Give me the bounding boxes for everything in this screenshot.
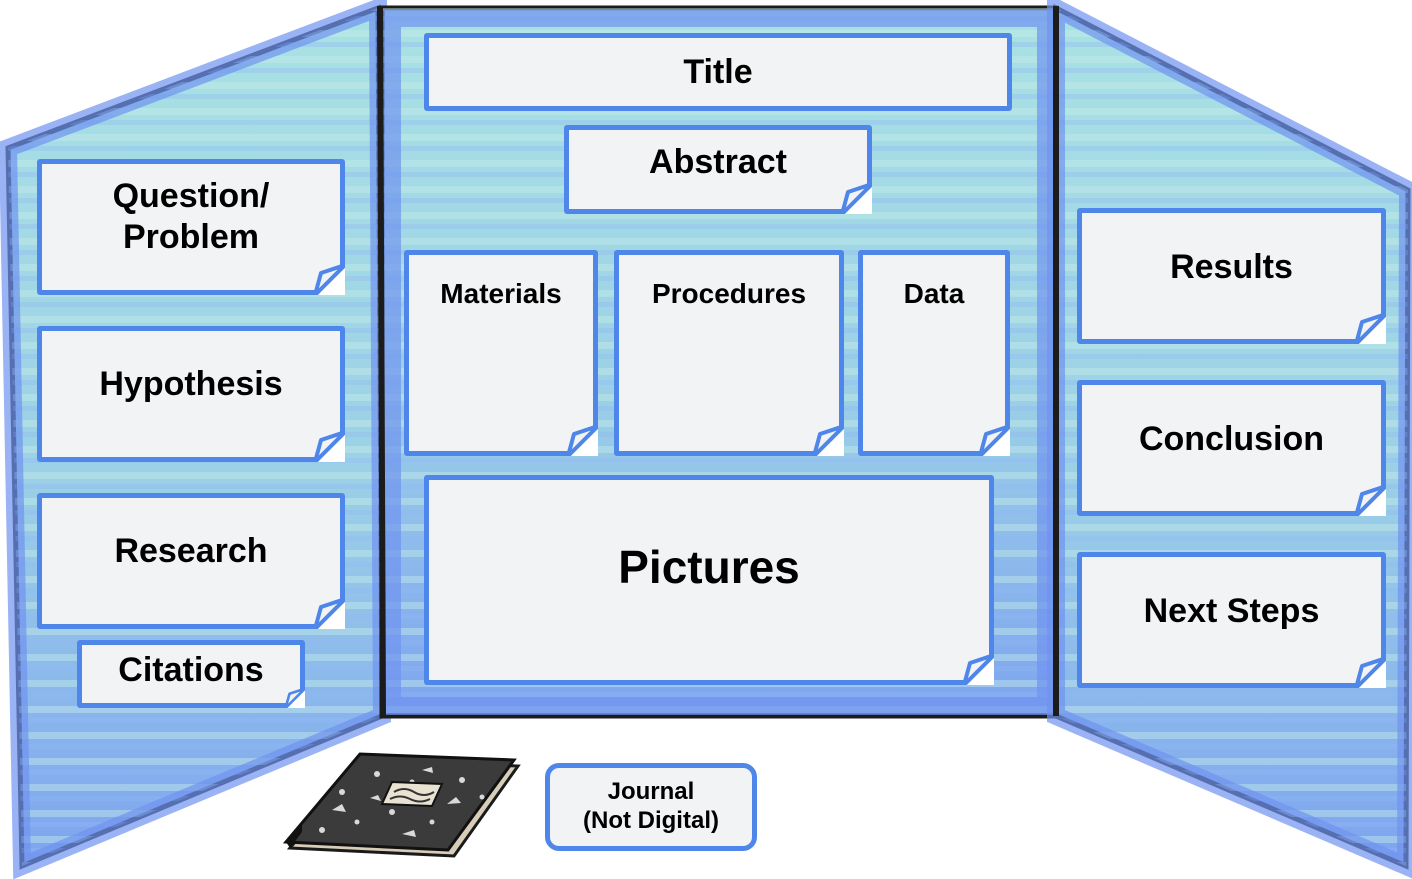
pictures-card: Pictures	[424, 475, 994, 685]
next-steps-label: Next Steps	[1143, 591, 1320, 630]
research-card: Research	[37, 493, 345, 629]
question-problem-label: Question/ Problem	[112, 177, 270, 256]
page-curl-icon	[840, 182, 872, 214]
hypothesis-card: Hypothesis	[37, 326, 345, 462]
conclusion-card: Conclusion	[1077, 380, 1386, 516]
composition-notebook-icon	[282, 752, 521, 858]
page-curl-icon	[812, 424, 844, 456]
procedures-label: Procedures	[651, 278, 807, 309]
hypothesis-label: Hypothesis	[99, 364, 283, 403]
results-label: Results	[1170, 247, 1293, 286]
citations-card: Citations	[77, 640, 305, 708]
journal-card: Journal (Not Digital)	[545, 763, 757, 851]
data-card: Data	[858, 250, 1010, 456]
page-curl-icon	[978, 424, 1010, 456]
page-curl-icon	[962, 653, 994, 685]
journal-label: Journal (Not Digital)	[583, 778, 719, 834]
page-curl-icon	[566, 424, 598, 456]
abstract-card: Abstract	[564, 125, 872, 214]
procedures-card: Procedures	[614, 250, 844, 456]
results-card: Results	[1077, 208, 1386, 344]
question-problem-card: Question/ Problem	[37, 159, 345, 295]
page-curl-icon	[284, 687, 305, 708]
page-curl-icon	[313, 597, 345, 629]
conclusion-label: Conclusion	[1138, 419, 1325, 458]
page-curl-icon	[313, 430, 345, 462]
materials-label: Materials	[440, 278, 562, 309]
page-curl-icon	[1354, 312, 1386, 344]
title-label: Title	[683, 52, 753, 91]
pictures-label: Pictures	[618, 541, 800, 593]
citations-label: Citations	[118, 650, 264, 689]
page-curl-icon	[313, 263, 345, 295]
page-curl-icon	[1354, 656, 1386, 688]
next-steps-card: Next Steps	[1077, 552, 1386, 688]
title-card: Title	[424, 33, 1012, 111]
materials-card: Materials	[404, 250, 598, 456]
data-label: Data	[903, 278, 965, 309]
page-curl-icon	[1354, 484, 1386, 516]
abstract-label: Abstract	[649, 143, 787, 182]
research-label: Research	[114, 531, 268, 570]
